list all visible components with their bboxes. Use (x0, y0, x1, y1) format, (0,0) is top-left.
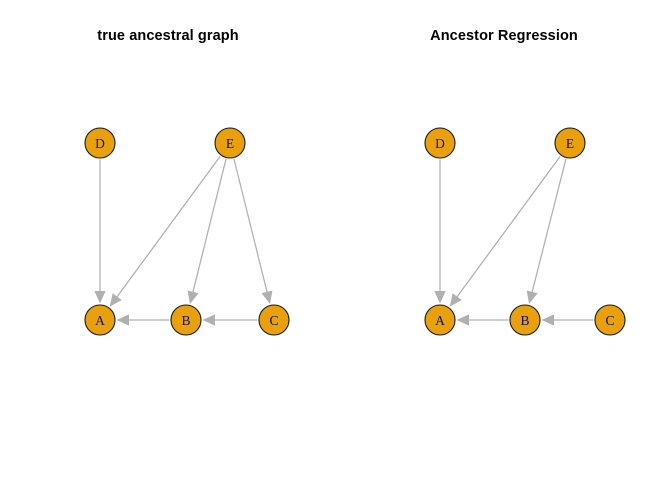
arrowhead-icon (116, 314, 129, 326)
node-layer: D E A B C (424, 127, 626, 336)
node-label: A (95, 313, 105, 328)
node-circle[interactable] (258, 304, 290, 336)
edge-e-to-a (449, 155, 561, 307)
node-circle[interactable] (84, 304, 116, 336)
node-label: D (95, 136, 105, 151)
node-circle[interactable] (554, 127, 586, 159)
node-label: C (605, 313, 614, 328)
arrowhead-icon (541, 314, 554, 326)
edge-line (455, 155, 561, 299)
edge-line (531, 158, 567, 294)
graph-canvas-left: D E A B C (84, 127, 290, 336)
graph-node-d[interactable]: D (424, 127, 456, 159)
panel-true-ancestral-graph: true ancestral graph D E A B C (84, 28, 290, 336)
graph-node-e[interactable]: E (214, 127, 246, 159)
node-circle[interactable] (424, 304, 456, 336)
graph-node-b[interactable]: B (170, 304, 202, 336)
node-label: B (520, 313, 529, 328)
node-circle[interactable] (84, 127, 116, 159)
panel-ancestor-regression: Ancestor Regression D E A B C (336, 0, 672, 480)
edge-e-to-a (109, 155, 221, 307)
arrowhead-icon (109, 293, 122, 307)
node-circle[interactable] (509, 304, 541, 336)
arrowhead-icon (456, 314, 469, 326)
node-label: B (181, 313, 190, 328)
edge-line (233, 158, 268, 294)
arrowhead-icon (261, 290, 273, 304)
page-title-right: Ancestor Regression (430, 28, 578, 44)
node-circle[interactable] (170, 304, 202, 336)
arrowhead-icon (526, 290, 538, 305)
arrowhead-icon (187, 290, 199, 304)
edge-layer (434, 155, 594, 326)
edge-line (115, 155, 221, 299)
node-label: E (226, 136, 234, 151)
graph-node-e[interactable]: E (554, 127, 586, 159)
node-circle[interactable] (214, 127, 246, 159)
graph-node-a[interactable]: A (84, 304, 116, 336)
graph-canvas-right: D E A B C (424, 127, 626, 336)
node-label: E (566, 136, 574, 151)
node-layer: D E A B C (84, 127, 290, 336)
edge-line (192, 158, 227, 294)
node-label: C (269, 313, 278, 328)
edge-d-to-a (94, 159, 106, 304)
edge-e-to-b (187, 158, 227, 304)
page-title-left: true ancestral graph (97, 28, 239, 44)
edge-e-to-b (526, 158, 567, 305)
node-circle[interactable] (594, 304, 626, 336)
graph-node-b[interactable]: B (509, 304, 541, 336)
edge-b-to-a (456, 314, 509, 326)
node-label: A (435, 313, 445, 328)
edge-c-to-b (541, 314, 594, 326)
arrowhead-icon (94, 291, 106, 304)
graph-node-c[interactable]: C (258, 304, 290, 336)
edge-b-to-a (116, 314, 170, 326)
edge-c-to-b (202, 314, 258, 326)
graph-node-c[interactable]: C (594, 304, 626, 336)
graph-node-d[interactable]: D (84, 127, 116, 159)
edge-e-to-c (233, 158, 273, 304)
arrowhead-icon (202, 314, 215, 326)
node-circle[interactable] (424, 127, 456, 159)
node-label: D (435, 136, 445, 151)
edge-layer (94, 155, 273, 326)
graph-node-a[interactable]: A (424, 304, 456, 336)
arrowhead-icon (434, 291, 446, 304)
edge-d-to-a (434, 159, 446, 304)
arrowhead-icon (449, 293, 462, 307)
